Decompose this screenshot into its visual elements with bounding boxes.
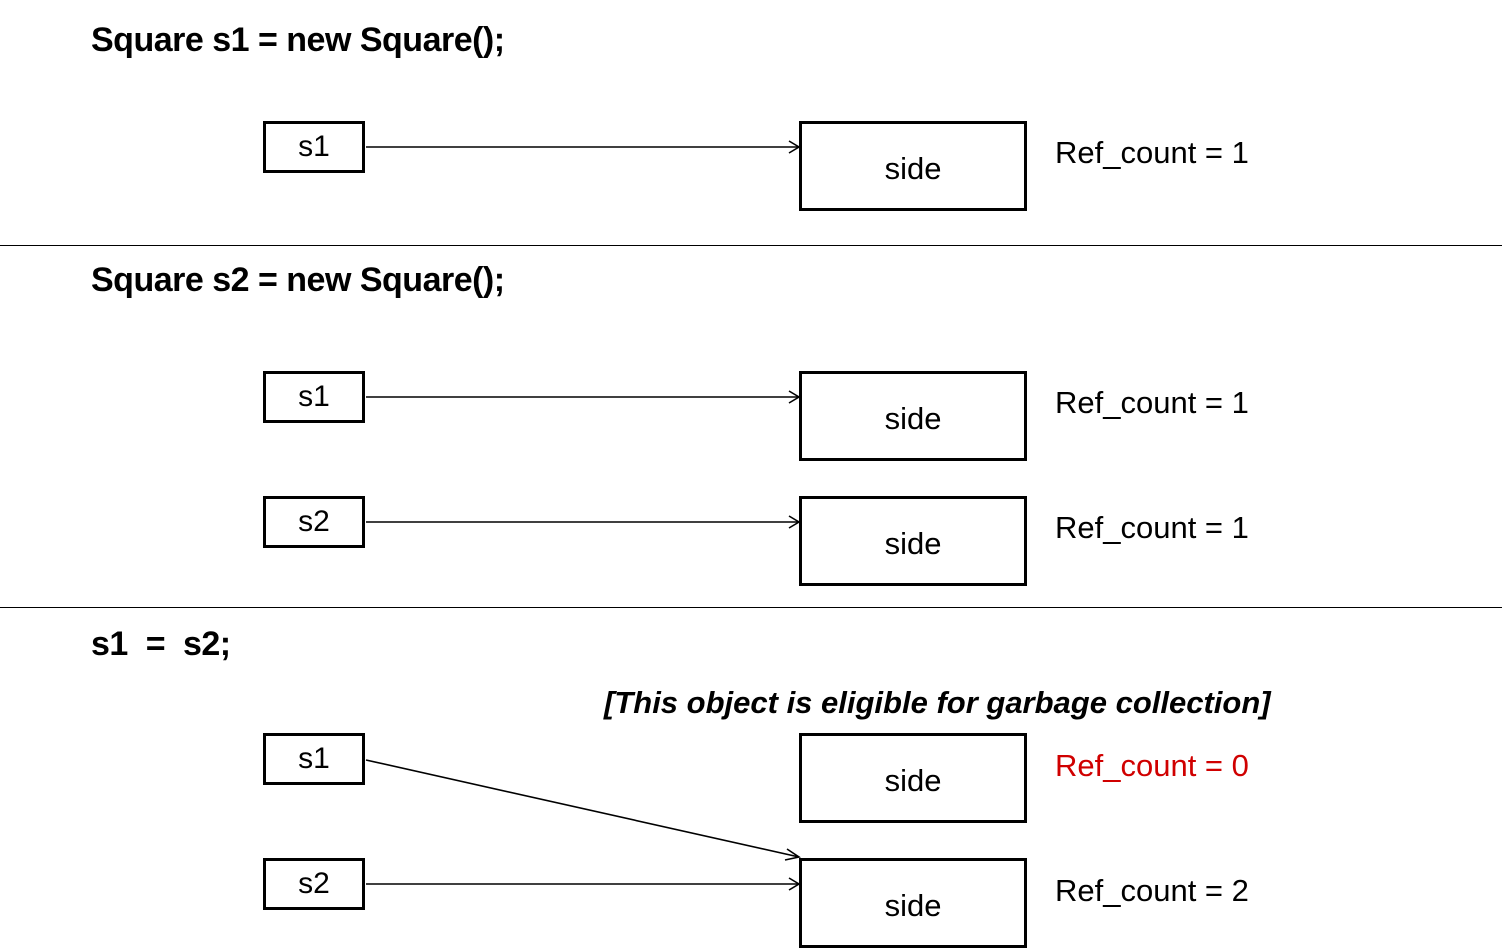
reference-s1-box: s1: [263, 733, 365, 785]
object-field-label: side: [884, 888, 942, 923]
arrow-s1-to-object: [366, 390, 801, 404]
garbage-collection-note: [This object is eligible for garbage col…: [604, 685, 1271, 720]
code-statement-2: Square s2 = new Square();: [91, 261, 505, 299]
reference-s1-box: s1: [263, 371, 365, 423]
reference-label: s2: [298, 867, 330, 900]
square-object-box: side: [799, 371, 1027, 461]
reference-label: s1: [298, 130, 330, 163]
section-divider: [0, 607, 1502, 608]
code-statement-1: Square s1 = new Square();: [91, 21, 505, 59]
square-object-box: side: [799, 121, 1027, 211]
arrow-s2-to-object: [366, 515, 801, 529]
ref-count-label: Ref_count = 1: [1055, 135, 1249, 170]
arrow-s1-to-object: [366, 140, 801, 154]
section-divider: [0, 245, 1502, 246]
ref-count-label: Ref_count = 1: [1055, 510, 1249, 545]
square-object-box: side: [799, 496, 1027, 586]
object-field-label: side: [884, 151, 942, 186]
ref-count-zero-label: Ref_count = 0: [1055, 748, 1249, 783]
ref-count-label: Ref_count = 1: [1055, 385, 1249, 420]
arrow-s1-to-shared-object: [365, 759, 802, 861]
reference-s1-box: s1: [263, 121, 365, 173]
arrow-s2-to-shared-object: [366, 877, 801, 891]
reference-s2-box: s2: [263, 858, 365, 910]
reference-s2-box: s2: [263, 496, 365, 548]
square-object-box: side: [799, 858, 1027, 948]
object-field-label: side: [884, 526, 942, 561]
object-field-label: side: [884, 401, 942, 436]
object-field-label: side: [884, 763, 942, 798]
orphaned-object-box: side: [799, 733, 1027, 823]
code-statement-3: s1 = s2;: [91, 625, 231, 663]
ref-count-label: Ref_count = 2: [1055, 873, 1249, 908]
reference-label: s1: [298, 742, 330, 775]
reference-label: s1: [298, 380, 330, 413]
reference-label: s2: [298, 505, 330, 538]
